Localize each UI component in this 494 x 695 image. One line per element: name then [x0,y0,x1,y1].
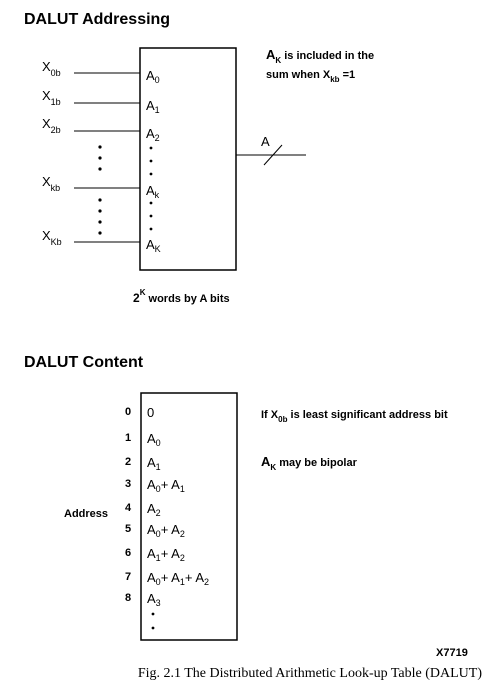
content-entry-2: A1 [147,455,161,472]
address-number-7: 7 [125,571,131,583]
addressing-lut-box [139,47,237,271]
content-rows: 0 0 1 A0 2 A1 3 A0+ A1 4 A2 5 A0+ A2 6 A1+ A2 7 A0+ A1+… [125,405,209,608]
ellipsis-dot [98,167,102,171]
ellipsis-dot [98,145,102,149]
input-ellipsis-dots [98,145,102,235]
words-note: 2K words by A bits [133,288,230,305]
content-entry-3: A0+ A1 [147,477,185,494]
address-number-4: 4 [125,502,132,514]
address-number-8: 8 [125,592,131,604]
content-title: DALUT Content [24,354,144,371]
ellipsis-dot [149,146,153,150]
address-number-1: 1 [125,432,131,444]
address-number-3: 3 [125,478,131,490]
bipolar-note: AK may be bipolar [261,454,358,472]
content-entry-4: A2 [147,501,161,518]
port-label-1: A1 [146,98,160,115]
address-number-2: 2 [125,456,131,468]
input-label-3: Xkb [42,174,60,193]
content-entry-6: A1+ A2 [147,546,185,563]
figure-caption: Fig. 2.1 The Distributed Arithmetic Look… [138,666,483,681]
content-entry-8: A3 [147,591,161,608]
ellipsis-dot [149,159,153,163]
input-label-1: X1b [42,88,61,107]
ellipsis-dot [151,626,155,630]
port-label-3: Ak [146,183,160,200]
address-number-5: 5 [125,523,131,535]
ellipsis-dot [98,231,102,235]
output-label: A [261,134,270,149]
port-ellipsis-dots [149,146,153,231]
figure-code: X7719 [436,647,468,659]
addressing-title: DALUT Addressing [24,11,170,28]
included-note-line1: AK is included in the [266,47,374,65]
port-label-2: A2 [146,126,160,143]
content-lut-box [140,392,238,641]
ellipsis-dot [98,198,102,202]
content-entry-5: A0+ A2 [147,522,185,539]
content-entry-7: A0+ A1+ A2 [147,570,209,587]
content-entry-0: 0 [147,405,154,420]
ellipsis-dot [98,209,102,213]
ellipsis-dot [149,227,153,231]
ellipsis-dot [149,201,153,205]
port-label-4: AK [146,237,161,254]
input-label-0: X0b [42,59,61,78]
ellipsis-dot [151,612,155,616]
ellipsis-dot [98,220,102,224]
ellipsis-dot [149,172,153,176]
ellipsis-dot [149,214,153,218]
ellipsis-dot [98,156,102,160]
content-entry-1: A0 [147,431,161,448]
lsb-note: If X0b is least significant address bit [261,409,448,424]
address-number-0: 0 [125,406,131,418]
included-note-line2: sum when Xkb =1 [266,69,355,84]
address-number-6: 6 [125,547,131,559]
input-label-2: X2b [42,116,61,135]
input-label-4: XKb [42,228,62,247]
port-label-0: A0 [146,68,160,85]
address-label: Address [64,508,108,520]
bus-width-slash [263,144,283,166]
